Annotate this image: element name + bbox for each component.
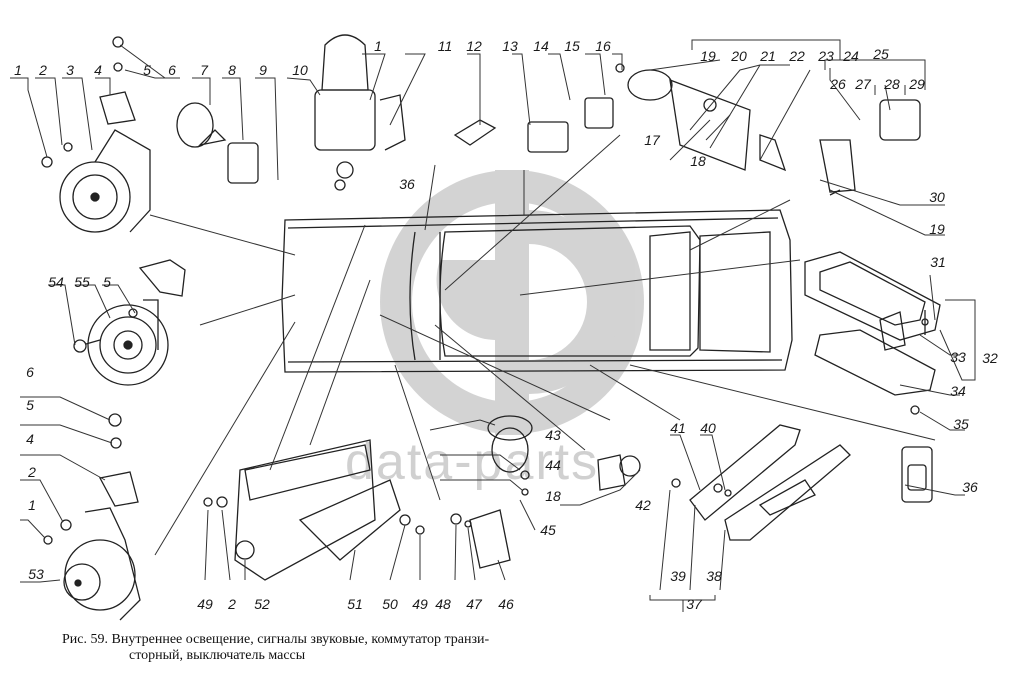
callout-54: 54 (48, 274, 64, 290)
callout-15: 15 (564, 38, 580, 54)
callout-38: 38 (706, 568, 722, 584)
caption-prefix: Рис. 59. (62, 632, 108, 647)
callout-53: 53 (28, 566, 44, 582)
horn-lower (43, 413, 141, 621)
callout-43: 43 (545, 427, 561, 443)
callout-3: 3 (66, 62, 74, 78)
callout-20: 20 (731, 48, 747, 64)
callout-36: 36 (399, 176, 415, 192)
callout-30: 30 (929, 189, 945, 205)
callout-19: 19 (700, 48, 716, 64)
callout-7: 7 (200, 62, 208, 78)
callout-4-b: 4 (26, 431, 34, 447)
leader-lines (10, 39, 976, 612)
callout-4: 4 (94, 62, 102, 78)
figure-caption: Рис. 59. Внутреннее освещение, сигналы з… (62, 632, 622, 664)
caption-line-1: Внутреннее освещение, сигналы звуковые, … (111, 632, 490, 647)
callout-18: 18 (690, 153, 706, 169)
callout-5: 5 (143, 62, 151, 78)
callout-47: 47 (466, 596, 482, 612)
callout-33: 33 (950, 349, 966, 365)
callout-26: 26 (830, 76, 846, 92)
callout-8: 8 (228, 62, 236, 78)
callout-1-c: 1 (28, 497, 36, 513)
callout-45: 45 (540, 522, 556, 538)
callout-29: 29 (909, 76, 925, 92)
callout-1-b: 1 (374, 38, 382, 54)
callout-2-b: 2 (28, 464, 36, 480)
callout-52: 52 (254, 596, 270, 612)
callout-44: 44 (545, 457, 561, 473)
callout-12: 12 (466, 38, 482, 54)
callout-32: 32 (982, 350, 998, 366)
callout-27: 27 (855, 76, 871, 92)
callout-50: 50 (382, 596, 398, 612)
callout-22: 22 (789, 48, 805, 64)
callout-39: 39 (670, 568, 686, 584)
callout-16: 16 (595, 38, 611, 54)
callout-10: 10 (292, 62, 308, 78)
callout-18-b: 18 (545, 488, 561, 504)
side-lamp (671, 424, 851, 541)
callout-55: 55 (74, 274, 90, 290)
caption-line-2: сторный, выключатель массы (129, 648, 306, 663)
callout-31: 31 (930, 254, 946, 270)
dome-lamp (804, 251, 941, 415)
callout-2: 2 (39, 62, 47, 78)
callout-13: 13 (502, 38, 518, 54)
callout-28: 28 (884, 76, 900, 92)
callout-36-b: 36 (962, 479, 978, 495)
callout-5-c: 5 (26, 397, 34, 413)
callout-5-b: 5 (103, 274, 111, 290)
callout-2-c: 2 (228, 596, 236, 612)
horn-middle (73, 259, 186, 386)
callout-46: 46 (498, 596, 514, 612)
transistor-switch (203, 439, 511, 581)
callout-14: 14 (533, 38, 549, 54)
callout-51: 51 (347, 596, 363, 612)
callout-23: 23 (818, 48, 834, 64)
callout-41: 41 (670, 420, 686, 436)
callout-37: 37 (686, 596, 702, 612)
callout-6-b: 6 (26, 364, 34, 380)
callout-34: 34 (950, 383, 966, 399)
callout-35: 35 (953, 416, 969, 432)
callout-49-b: 49 (412, 596, 428, 612)
car-body-outline (281, 209, 793, 373)
callout-17: 17 (644, 132, 660, 148)
callout-11: 11 (437, 38, 453, 54)
callout-9: 9 (259, 62, 267, 78)
mass-switch (176, 34, 406, 191)
callout-21: 21 (760, 48, 776, 64)
callout-40: 40 (700, 420, 716, 436)
interior-lamps-top (453, 63, 921, 196)
callout-24: 24 (843, 48, 859, 64)
watermark-logo-icon (380, 170, 644, 435)
callout-42: 42 (635, 497, 651, 513)
callout-25: 25 (873, 46, 889, 62)
lamp-socket (487, 415, 641, 496)
callout-19-b: 19 (929, 221, 945, 237)
callout-49: 49 (197, 596, 213, 612)
callout-48: 48 (435, 596, 451, 612)
callout-6: 6 (168, 62, 176, 78)
callout-1: 1 (14, 62, 22, 78)
plate-lamp (901, 446, 933, 503)
horn-upper (41, 36, 151, 233)
